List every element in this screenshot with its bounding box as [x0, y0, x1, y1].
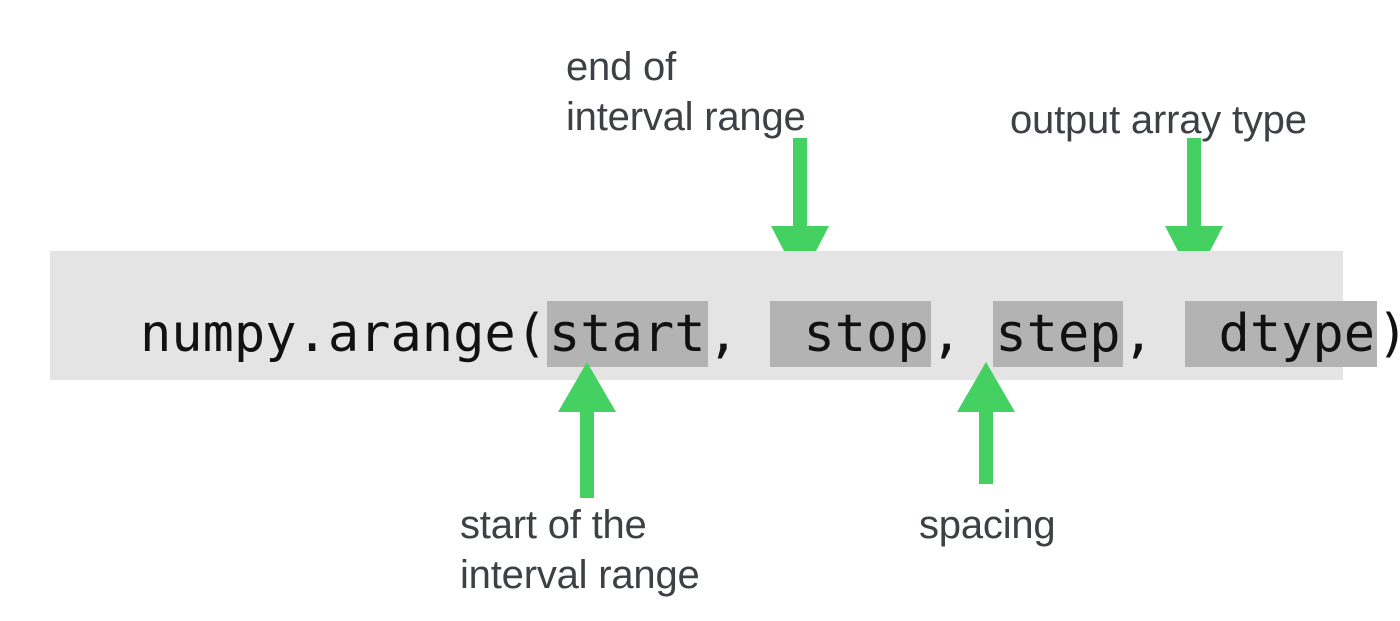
code-module-call: numpy.arange(: [140, 304, 547, 364]
param-dtype[interactable]: dtype: [1185, 301, 1378, 367]
annotation-label-start: start of the interval range: [460, 503, 700, 597]
arrow-up-icon-step: [957, 362, 1015, 484]
annotation-label-dtype: output array type: [1010, 98, 1307, 142]
code-separator-2: ,: [930, 304, 994, 364]
annotation-label-step: spacing: [919, 503, 1056, 547]
arrow-up-icon-start: [558, 362, 616, 498]
param-step[interactable]: step: [993, 301, 1123, 367]
code-separator-3: ,: [1122, 304, 1186, 364]
code-signature-band: numpy.arange(start, stop, step, dtype): [50, 251, 1400, 380]
code-separator-1: ,: [707, 304, 771, 364]
arrow-down-icon-stop: [771, 138, 829, 282]
code-signature-line: numpy.arange(start, stop, step, dtype): [140, 301, 1400, 367]
code-closing-paren: ): [1377, 301, 1400, 367]
param-start[interactable]: start: [547, 301, 708, 367]
annotation-label-stop: end of interval range: [566, 45, 806, 139]
arrow-down-icon-dtype: [1165, 138, 1223, 282]
param-stop[interactable]: stop: [770, 301, 931, 367]
